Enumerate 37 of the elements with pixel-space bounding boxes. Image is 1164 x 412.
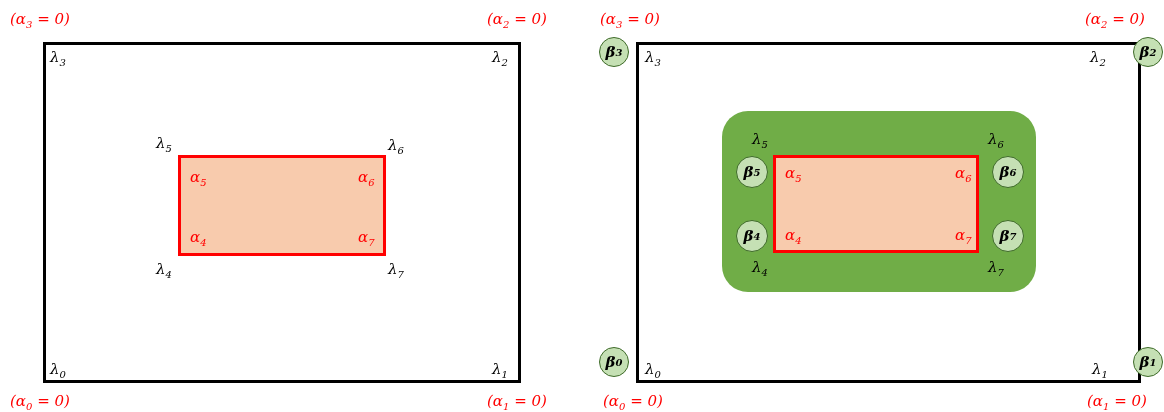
- corner-label: λ$_{0}$: [50, 360, 66, 382]
- corner-label: λ$_{1}$: [492, 360, 508, 382]
- corner-label: λ$_{2}$: [492, 48, 508, 70]
- corner-label: α$_{5}$: [785, 164, 802, 186]
- corner-label: (α$_{2}$ = 0): [487, 10, 547, 32]
- corner-label: (α$_{2}$ = 0): [1085, 10, 1145, 32]
- corner-label: (α$_{1}$ = 0): [1087, 392, 1147, 412]
- outer-rectangle: [636, 42, 1141, 383]
- corner-label: (α$_{3}$ = 0): [10, 10, 70, 32]
- corner-label: α$_{4}$: [785, 226, 802, 248]
- corner-label: α$_{4}$: [190, 228, 207, 250]
- corner-label: λ$_{6}$: [388, 136, 404, 158]
- corner-label: λ$_{7}$: [388, 260, 404, 282]
- corner-label: λ$_{4}$: [752, 258, 768, 280]
- inner-rectangle: [178, 155, 386, 256]
- rounded-band: [722, 111, 1036, 292]
- corner-label: λ$_{2}$: [1090, 48, 1106, 70]
- corner-label: λ$_{6}$: [988, 130, 1004, 152]
- corner-label: (α$_{1}$ = 0): [487, 392, 547, 412]
- inner-rectangle: [773, 155, 979, 253]
- corner-label: λ$_{0}$: [645, 360, 661, 382]
- outer-rectangle: [43, 42, 521, 383]
- corner-label: λ$_{3}$: [50, 48, 66, 70]
- corner-label: λ$_{1}$: [1092, 360, 1108, 382]
- corner-label: α$_{6}$: [955, 164, 972, 186]
- corner-label: α$_{7}$: [358, 228, 375, 250]
- corner-label: λ$_{5}$: [752, 130, 768, 152]
- corner-label: λ$_{7}$: [988, 258, 1004, 280]
- corner-label: (α$_{0}$ = 0): [10, 392, 70, 412]
- corner-label: α$_{5}$: [190, 168, 207, 190]
- corner-label: λ$_{4}$: [156, 260, 172, 282]
- corner-label: α$_{7}$: [955, 226, 972, 248]
- corner-label: λ$_{3}$: [645, 48, 661, 70]
- corner-label: λ$_{5}$: [156, 134, 172, 156]
- corner-label: α$_{6}$: [358, 168, 375, 190]
- corner-label: (α$_{0}$ = 0): [603, 392, 663, 412]
- corner-label: (α$_{3}$ = 0): [600, 10, 660, 32]
